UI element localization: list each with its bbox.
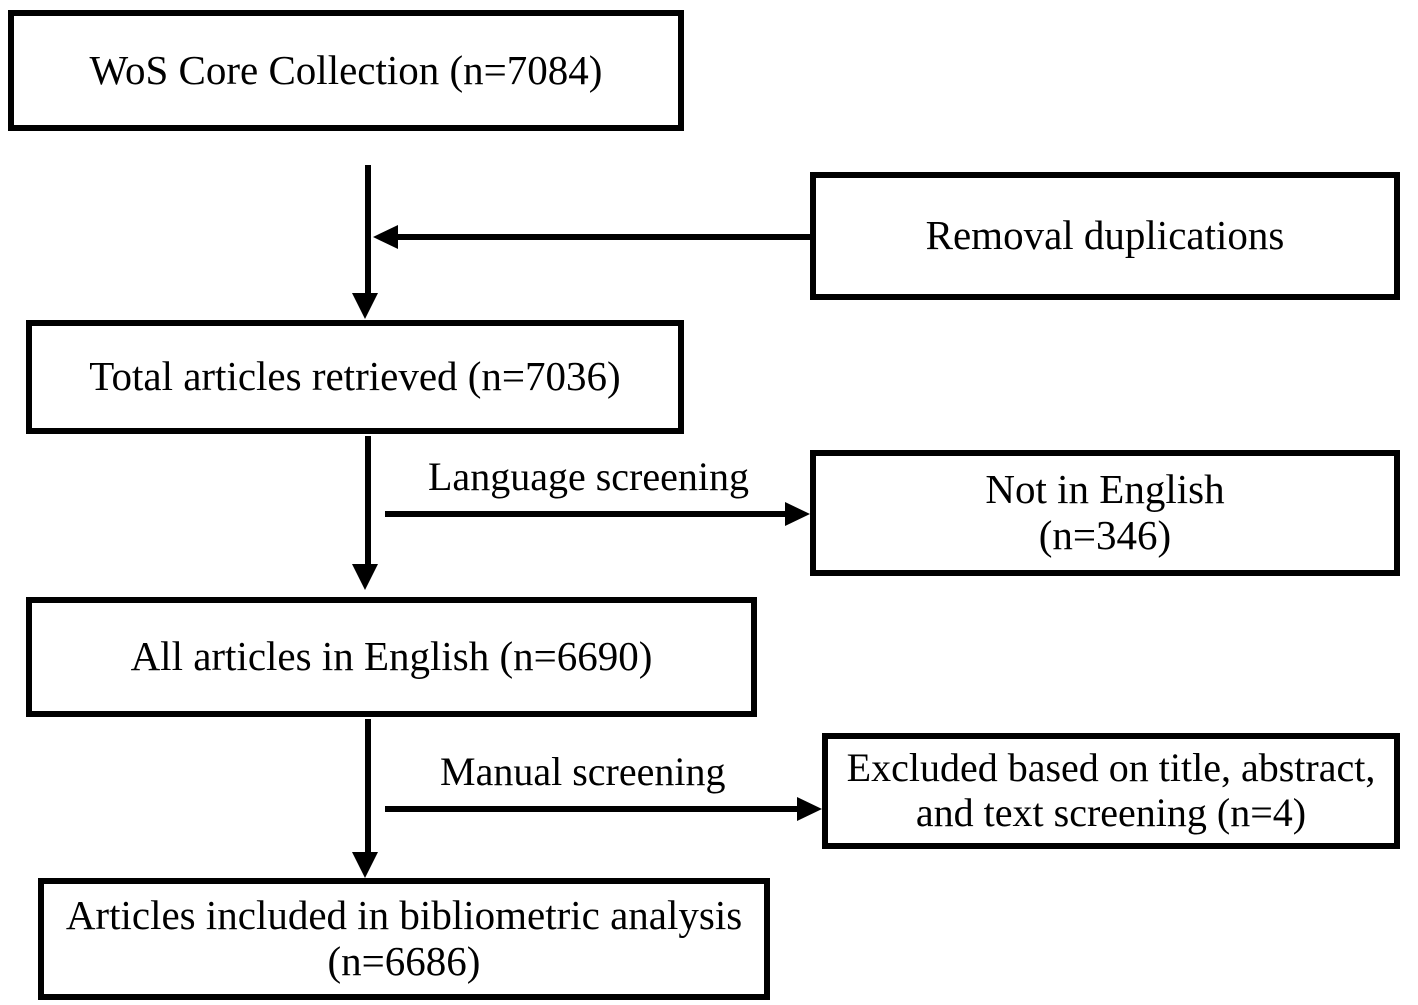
- edge-label-manual-screening: Manual screening: [440, 749, 726, 794]
- edge-label-language-screening: Language screening: [428, 454, 749, 499]
- edge-english-to-included-shaft: [365, 719, 371, 854]
- node-excluded-by-screening-label: Excluded based on title, abstract, and t…: [846, 745, 1376, 835]
- edge-duplications-shaft: [398, 234, 812, 240]
- arrow-down-icon-source-to-retrieved: [352, 293, 378, 319]
- node-total-articles-retrieved: Total articles retrieved (n=7036): [26, 320, 684, 434]
- node-all-articles-in-english-label: All articles in English (n=6690): [130, 633, 653, 680]
- node-not-in-english: Not in English (n=346): [810, 450, 1400, 576]
- node-wos-core-collection-label: WoS Core Collection (n=7084): [89, 46, 603, 93]
- node-removal-duplications-label: Removal duplications: [925, 212, 1285, 259]
- node-not-in-english-label: Not in English (n=346): [985, 466, 1225, 558]
- node-articles-included: Articles included in bibliometric analys…: [38, 878, 770, 1000]
- node-removal-duplications: Removal duplications: [810, 172, 1400, 300]
- edge-manual-screening-shaft: [385, 806, 797, 812]
- edge-language-screening-shaft: [385, 511, 785, 517]
- arrow-right-icon-language-screening: [785, 502, 810, 526]
- edge-source-to-retrieved-shaft: [365, 165, 371, 295]
- node-total-articles-retrieved-label: Total articles retrieved (n=7036): [89, 353, 621, 400]
- node-wos-core-collection: WoS Core Collection (n=7084): [8, 10, 684, 131]
- node-all-articles-in-english: All articles in English (n=6690): [26, 597, 757, 717]
- arrow-left-icon-duplications: [373, 225, 398, 249]
- arrow-down-icon-retrieved-to-english: [352, 564, 378, 590]
- arrow-right-icon-manual-screening: [797, 797, 822, 821]
- node-articles-included-label: Articles included in bibliometric analys…: [65, 892, 743, 984]
- node-excluded-by-screening: Excluded based on title, abstract, and t…: [822, 733, 1400, 849]
- arrow-down-icon-english-to-included: [352, 852, 378, 878]
- edge-retrieved-to-english-shaft: [365, 436, 371, 566]
